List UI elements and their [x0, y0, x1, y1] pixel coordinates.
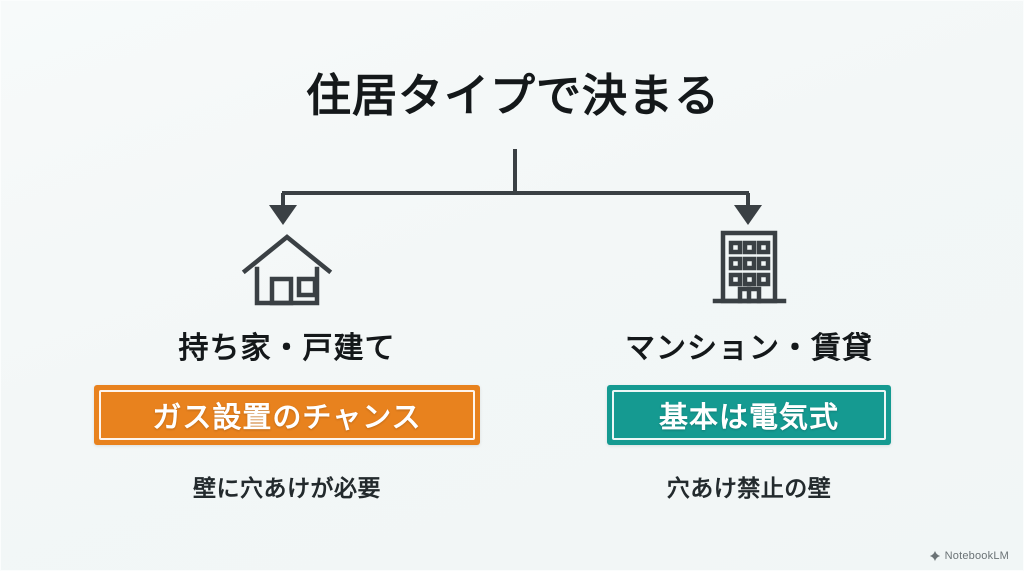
watermark: NotebookLM: [929, 550, 1009, 562]
apartment-building-icon-wrap: [549, 223, 949, 309]
badge-inner-border: ガス設置のチャンス: [99, 390, 475, 440]
apartment-building-icon: [712, 230, 787, 304]
badge-text-electric-standard: 基本は電気式: [658, 402, 839, 434]
branch-owned-house: 持ち家・戸建て ガス設置のチャンス 壁に穴あけが必要: [87, 223, 487, 503]
house-icon: [241, 234, 333, 306]
watermark-label: NotebookLM: [944, 550, 1009, 562]
caption-owned-house: 壁に穴あけが必要: [193, 475, 381, 501]
badge-text-gas-chance: ガス設置のチャンス: [152, 402, 422, 434]
branch-label-owned-house: 持ち家・戸建て: [178, 332, 396, 365]
caption-apartment-rental: 穴あけ禁止の壁: [666, 475, 832, 501]
page-title: 住居タイプで決まる: [305, 70, 720, 121]
house-icon-wrap: [87, 223, 487, 309]
badge-inner-border: 基本は電気式: [612, 390, 886, 440]
notebooklm-logo-icon: [929, 550, 940, 562]
branch-label-apartment-rental: マンション・賃貸: [625, 332, 873, 365]
branch-apartment-rental: マンション・賃貸 基本は電気式 穴あけ禁止の壁: [549, 223, 949, 503]
badge-gas-chance: ガス設置のチャンス: [94, 385, 480, 445]
badge-electric-standard: 基本は電気式: [607, 385, 891, 445]
